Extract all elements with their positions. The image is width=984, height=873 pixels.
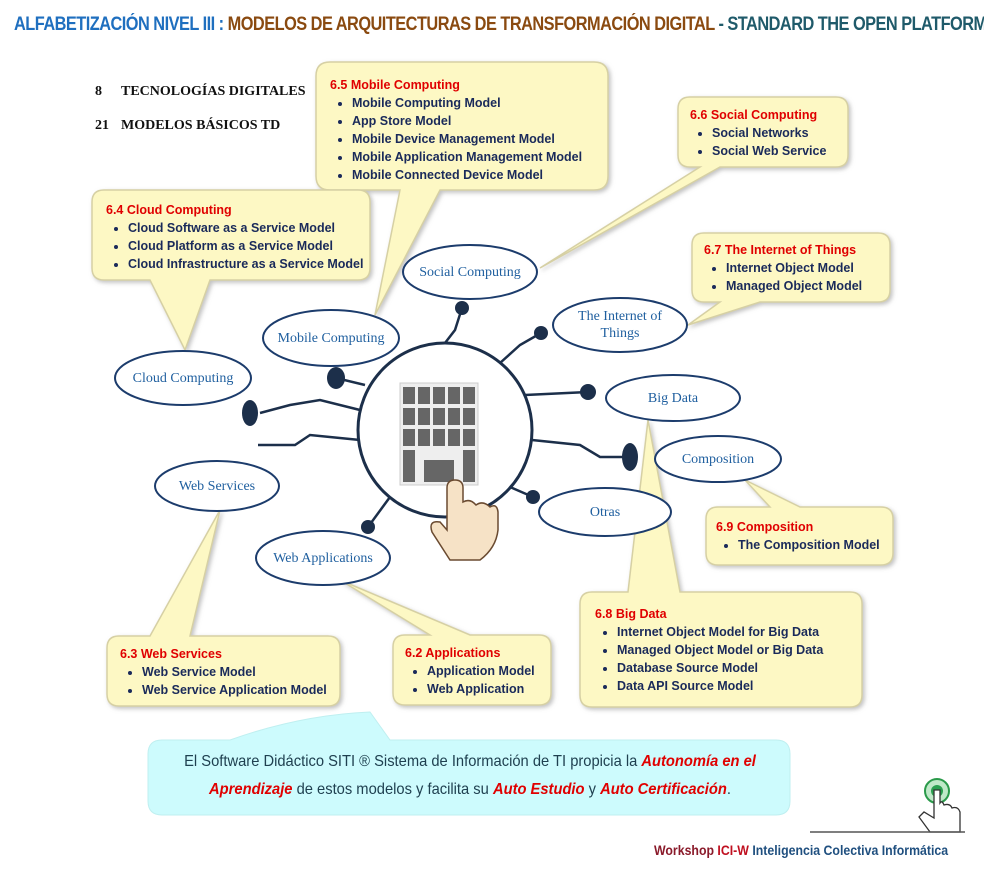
callouts-mobile-items-1: App Store Model [352,112,582,130]
stat-technologies: 8 TECNOLOGÍAS DIGITALES [95,84,306,100]
callouts-bigdata-items-1: Managed Object Model or Big Data [617,641,823,659]
callouts-composition-items-0: The Composition Model [738,536,880,554]
node-mobile-computing[interactable]: Mobile Computing [277,330,385,346]
callouts-bigdata-title: 6.8 Big Data [595,607,667,621]
footer-f1: Workshop [654,842,718,858]
footer-f2: ICI-W [717,842,753,858]
callout-webservices-shape [106,509,341,707]
callouts-bigdata-items-3: Data API Source Model [617,677,823,695]
callouts-cloud-items-1: Cloud Platform as a Service Model [128,237,364,255]
callouts-applications-items-0: Application Model [427,662,535,680]
callouts-iot-title: 6.7 The Internet of Things [704,243,857,257]
node-composition[interactable]: Composition [681,451,755,467]
node-internet-of-things[interactable]: The Internet of Things [578,309,662,341]
hand-pointer-icon [430,479,499,561]
bottom-t1: El Software Didáctico SITI ® Sistema de … [184,753,642,770]
callout-bigdata-shape [579,419,863,708]
stat-models: 21 MODELOS BÁSICOS TD [95,118,280,134]
callout-cloud: 6.4 Cloud Computing Cloud Software as a … [106,201,364,273]
callout-bigdata: 6.8 Big Data Internet Object Model for B… [595,605,823,695]
callout-webservices: 6.3 Web Services Web Service ModelWeb Se… [120,645,327,699]
callouts-cloud-items-0: Cloud Software as a Service Model [128,219,364,237]
callouts-webservices-items-1: Web Service Application Model [142,681,327,699]
footer-f3: Inteligencia Colectiva Informática [752,842,949,858]
bottom-r3: Auto Certificación [600,781,727,798]
header-part3: - STANDARD THE OPEN PLATFORM ® [718,14,984,35]
bottom-callout-shape [147,711,791,816]
building-icon [399,382,479,486]
callouts-social-items-1: Social Web Service [712,142,826,160]
callout-cloud-shape [91,189,371,352]
callouts-iot-items-0: Internet Object Model [726,259,862,277]
bottom-t2: de estos modelos y facilita su [292,781,493,798]
callouts-bigdata-items-2: Database Source Model [617,659,823,677]
callouts-applications-items-1: Web Application [427,680,535,698]
callout-social-shape [539,96,849,269]
bottom-t3: y [584,781,601,798]
bottom-r1: Autonomía en el Aprendizaje [209,753,756,798]
callouts-composition-title: 6.9 Composition [716,520,814,534]
callout-mobile: 6.5 Mobile Computing Mobile Computing Mo… [330,76,582,184]
callout-iot-shape [687,232,891,326]
callouts-social-items-0: Social Networks [712,124,826,142]
callouts-mobile-items-0: Mobile Computing Model [352,94,582,112]
stats-0-num: 8 [95,84,102,99]
callouts-cloud-title: 6.4 Cloud Computing [106,203,232,217]
touch-logo-icon [810,778,965,833]
node-social-computing[interactable]: Social Computing [419,264,521,280]
node-web-services[interactable]: Web Services [178,478,256,494]
callout-iot: 6.7 The Internet of Things Internet Obje… [704,241,862,295]
stats-1-num: 21 [95,118,109,133]
stats-0-label: TECNOLOGÍAS DIGITALES [121,84,306,99]
header-part2: MODELOS DE ARQUITECTURAS DE TRANSFORMACI… [227,14,715,35]
callout-mobile-shape [315,61,609,316]
callouts-cloud-items-2: Cloud Infrastructure as a Service Model [128,255,364,273]
callouts-webservices-items-0: Web Service Model [142,663,327,681]
callout-social: 6.6 Social Computing Social NetworksSoci… [690,106,826,160]
callouts-iot-items-1: Managed Object Model [726,277,862,295]
stats-1-label: MODELOS BÁSICOS TD [121,118,281,133]
callouts-mobile-items-2: Mobile Device Management Model [352,130,582,148]
footer-credit: Workshop ICI-W Inteligencia Colectiva In… [654,842,948,858]
node-cloud-computing[interactable]: Cloud Computing [132,370,234,386]
header-part1: ALFABETIZACIÓN NIVEL III : [14,14,224,35]
callouts-applications-title: 6.2 Applications [405,646,501,660]
bottom-t4: . [726,781,731,798]
callout-applications: 6.2 Applications Application ModelWeb Ap… [405,644,535,698]
node-otras[interactable]: Otras [589,504,621,520]
bottom-message: El Software Didáctico SITI ® Sistema de … [176,748,765,804]
node-big-data[interactable]: Big Data [647,390,699,406]
callouts-mobile-items-3: Mobile Application Management Model [352,148,582,166]
callouts-mobile-title: 6.5 Mobile Computing [330,78,460,92]
page-title: ALFABETIZACIÓN NIVEL III : MODELOS DE AR… [14,14,984,36]
callouts-webservices-title: 6.3 Web Services [120,647,222,661]
callout-applications-shape [339,579,552,706]
node-web-applications[interactable]: Web Applications [273,550,373,566]
callout-composition: 6.9 Composition The Composition Model [716,518,880,554]
callouts-mobile-items-4: Mobile Connected Device Model [352,166,582,184]
callouts-bigdata-items-0: Internet Object Model for Big Data [617,623,823,641]
callout-composition-shape [705,479,894,566]
callouts-social-title: 6.6 Social Computing [690,108,818,122]
bottom-r2: Auto Estudio [492,781,585,798]
